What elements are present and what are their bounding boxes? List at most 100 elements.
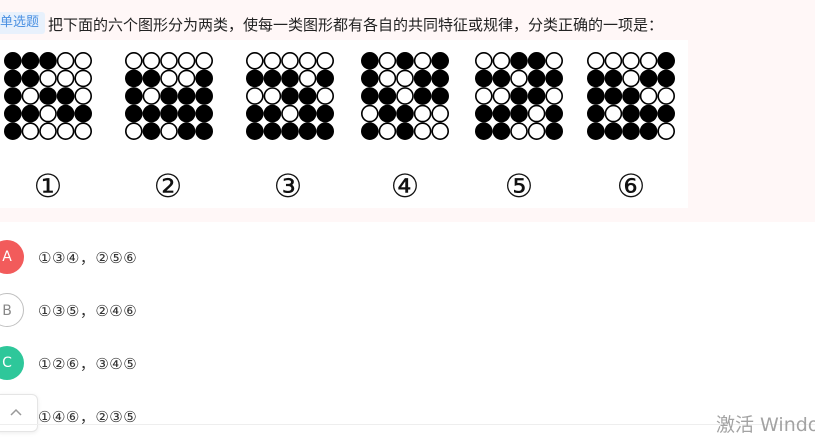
white-dot — [298, 52, 317, 70]
black-dot — [21, 69, 40, 88]
white-dot — [160, 69, 178, 88]
black-dot — [527, 87, 546, 105]
black-dot — [160, 104, 178, 123]
black-dot — [281, 122, 299, 140]
figure-grid — [587, 52, 675, 144]
black-dot — [510, 104, 528, 123]
white-dot — [527, 122, 546, 140]
black-dot — [4, 122, 22, 140]
black-dot — [604, 122, 623, 140]
black-dot — [587, 69, 605, 88]
white-dot — [39, 122, 57, 140]
black-dot — [657, 69, 675, 88]
white-dot — [177, 52, 196, 70]
black-dot — [142, 104, 161, 123]
white-dot — [125, 122, 143, 140]
black-dot — [396, 122, 414, 140]
black-dot — [431, 69, 449, 88]
question-figure: ① ② ③ ④ ⑤ ⑥ — [0, 40, 688, 208]
black-dot — [622, 87, 640, 105]
white-dot — [74, 69, 92, 88]
black-dot — [142, 122, 161, 140]
option-badge: B — [0, 293, 24, 327]
black-dot — [177, 122, 196, 140]
black-dot — [298, 104, 317, 123]
white-dot — [396, 87, 414, 105]
black-dot — [639, 104, 658, 123]
black-dot — [246, 122, 264, 140]
figure-grid — [361, 52, 449, 144]
question-panel: 单选题 把下面的六个图形分为两类，使每一类图形都有各自的共同特征或规律，分类正确… — [0, 12, 688, 208]
black-dot — [246, 104, 264, 123]
white-dot — [604, 104, 623, 123]
black-dot — [545, 104, 563, 123]
figure-label: ③ — [273, 167, 303, 205]
black-dot — [263, 104, 282, 123]
white-dot — [142, 87, 161, 105]
black-dot — [545, 122, 563, 140]
white-dot — [160, 52, 178, 70]
white-dot — [21, 87, 40, 105]
white-dot — [604, 52, 623, 70]
black-dot — [527, 52, 546, 70]
black-dot — [316, 69, 334, 88]
black-dot — [281, 87, 299, 105]
white-dot — [74, 122, 92, 140]
black-dot — [622, 104, 640, 123]
white-dot — [39, 104, 57, 123]
white-dot — [316, 52, 334, 70]
black-dot — [431, 87, 449, 105]
black-dot — [21, 104, 40, 123]
black-dot — [263, 69, 282, 88]
white-dot — [657, 122, 675, 140]
white-dot — [396, 69, 414, 88]
black-dot — [281, 69, 299, 88]
black-dot — [492, 69, 511, 88]
black-dot — [125, 104, 143, 123]
black-dot — [413, 69, 432, 88]
black-dot — [475, 122, 493, 140]
black-dot — [316, 104, 334, 123]
black-dot — [396, 104, 414, 123]
figure-label: ⑥ — [616, 167, 646, 205]
black-dot — [604, 87, 623, 105]
black-dot — [316, 122, 334, 140]
white-dot — [622, 52, 640, 70]
white-dot — [56, 69, 75, 88]
white-dot — [246, 52, 264, 70]
white-dot — [263, 87, 282, 105]
black-dot — [195, 69, 213, 88]
white-dot — [263, 52, 282, 70]
white-dot — [431, 104, 449, 123]
divider — [0, 424, 815, 425]
figure-grid — [246, 52, 334, 144]
white-dot — [160, 122, 178, 140]
black-dot — [56, 87, 75, 105]
black-dot — [587, 104, 605, 123]
black-dot — [378, 87, 397, 105]
black-dot — [396, 52, 414, 70]
white-dot — [657, 87, 675, 105]
black-dot — [378, 104, 397, 123]
collapse-button[interactable] — [0, 394, 38, 432]
white-dot — [246, 87, 264, 105]
black-dot — [604, 69, 623, 88]
option-text: ①③④，②⑤⑥ — [38, 249, 138, 267]
white-dot — [545, 52, 563, 70]
black-dot — [527, 69, 546, 88]
figure-grid — [4, 52, 92, 144]
black-dot — [4, 87, 22, 105]
black-dot — [475, 104, 493, 123]
black-dot — [4, 104, 22, 123]
black-dot — [177, 104, 196, 123]
option-badge: A — [0, 240, 24, 274]
white-dot — [378, 69, 397, 88]
black-dot — [298, 87, 317, 105]
chevron-up-icon — [10, 404, 22, 420]
white-dot — [492, 87, 511, 105]
black-dot — [510, 52, 528, 70]
white-dot — [639, 52, 658, 70]
black-dot — [195, 104, 213, 123]
white-dot — [587, 52, 605, 70]
figure-grid — [475, 52, 563, 144]
